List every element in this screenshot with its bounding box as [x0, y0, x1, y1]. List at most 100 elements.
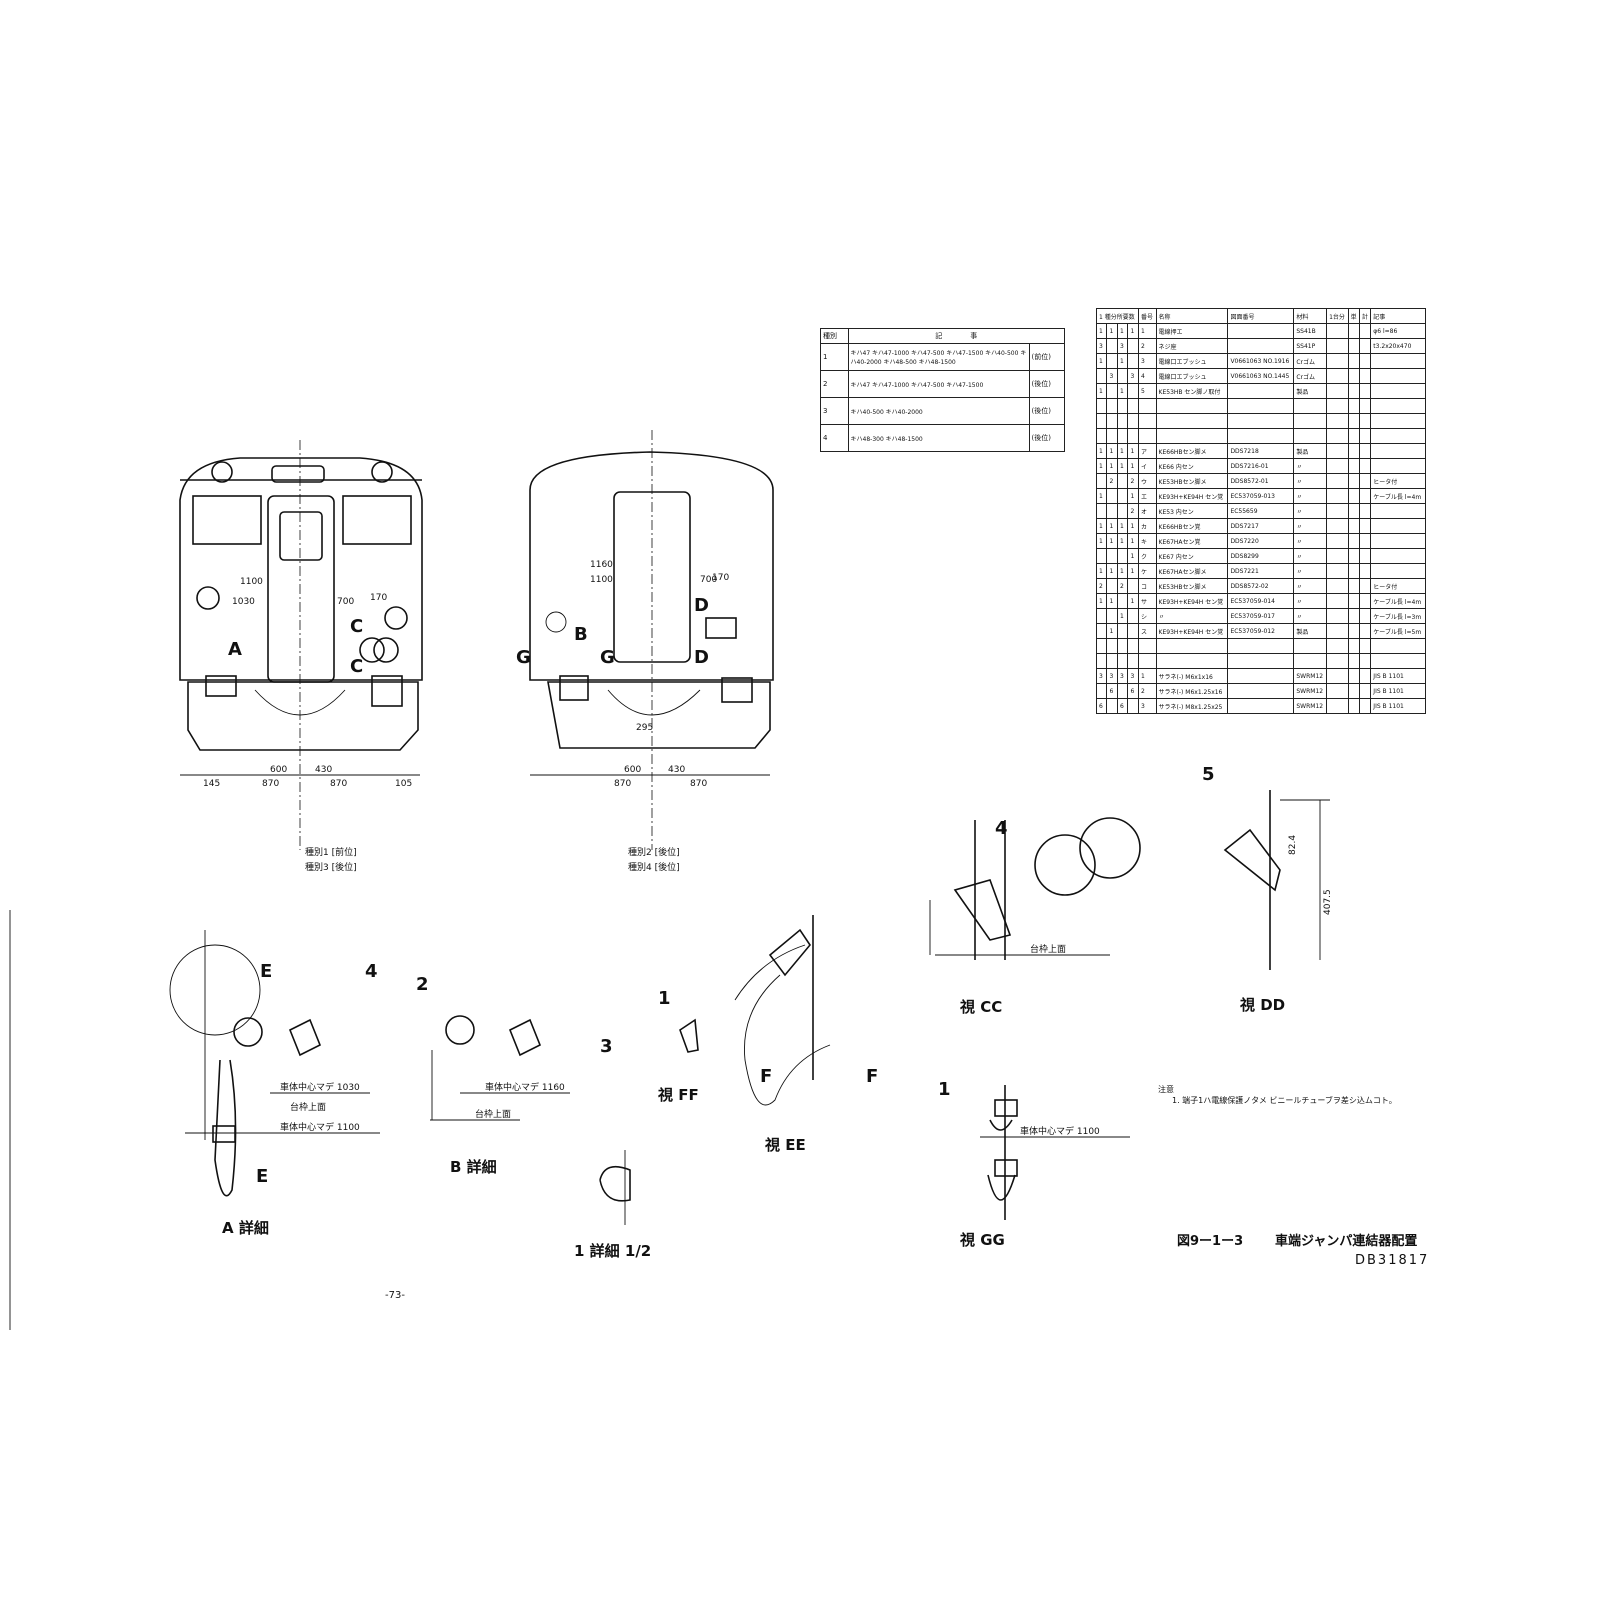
no-cell: オ [1137, 503, 1157, 519]
dwg-cell: DDS7221 [1227, 563, 1295, 579]
mark-f2: F [866, 1066, 878, 1087]
no-cell: ス [1137, 623, 1157, 639]
name-cell: KE93H+KE94H セン覚 [1155, 623, 1229, 639]
no-cell: コ [1137, 578, 1157, 594]
qty-cell: 1 [1106, 443, 1118, 459]
qty-cell: 2 [1127, 473, 1139, 489]
header: 記事 [1370, 308, 1426, 324]
empty-cell [1358, 533, 1372, 549]
empty-cell [1347, 623, 1360, 639]
no-cell: 2 [1137, 338, 1157, 354]
qty-cell: 1 [1116, 443, 1129, 459]
blank-row [1095, 398, 1426, 414]
figure-title: 車端ジャンパ連結器配置 [1275, 1233, 1417, 1249]
models-cell: キハ47 キハ47-1000 キハ47-500 キハ47-1500 キハ40-5… [847, 343, 1030, 371]
qty-cell: 2 [1127, 503, 1139, 519]
qty-cell: 1 [1127, 593, 1139, 609]
view-gg-label: 視 GG [959, 1231, 1005, 1249]
type-cell: 2 [820, 370, 849, 398]
name-cell: KE66 内セン [1155, 458, 1229, 474]
note-text: 1. 端子1ハ電線保護ノタメ ビニールチューブヲ差シ込ムコト。 [1172, 1095, 1397, 1105]
dwg-cell [1227, 698, 1295, 714]
empty-cell [1358, 683, 1372, 699]
empty-cell [1326, 623, 1349, 639]
empty-cell [1358, 503, 1372, 519]
no-cell: 3 [1137, 353, 1157, 369]
empty-cell [1326, 533, 1349, 549]
empty-cell [1358, 458, 1372, 474]
material-cell: 〃 [1293, 518, 1328, 534]
no-cell: 3 [1137, 698, 1157, 714]
dwg-cell: DDS8572-01 [1227, 473, 1295, 489]
empty-cell [1326, 698, 1349, 714]
note-cell [1370, 503, 1426, 519]
type-cell: 4 [820, 424, 849, 452]
mark-4b: 4 [995, 818, 1008, 839]
material-cell: SWRM12 [1293, 668, 1328, 684]
empty-cell [1326, 383, 1349, 399]
empty-cell [1347, 323, 1360, 339]
empty-cell [1326, 443, 1349, 459]
empty-cell [1347, 503, 1360, 519]
empty-cell [1347, 518, 1360, 534]
qty-cell: 1 [1127, 563, 1139, 579]
no-cell: ケ [1137, 563, 1157, 579]
empty-cell [1326, 578, 1349, 594]
empty-cell [1358, 608, 1372, 624]
dim: 145 [203, 779, 220, 789]
qty-cell [1116, 593, 1129, 609]
note-cell [1370, 353, 1426, 369]
no-cell: 1 [1137, 323, 1157, 339]
name-cell: KE93H+KE94H セン覚 [1155, 488, 1229, 504]
name-cell: ネジ座 [1155, 338, 1229, 354]
empty-cell [1347, 608, 1360, 624]
mark-2: 2 [416, 974, 429, 995]
header: 1 種分所要数 [1096, 308, 1139, 324]
dim: 430 [668, 765, 685, 775]
view-dd-label: 視 DD [1239, 996, 1285, 1014]
empty-cell [1358, 368, 1372, 384]
name-cell: サラネ(-) M6x1x16 [1155, 668, 1229, 684]
dim: 170 [370, 593, 387, 603]
qty-cell: 1 [1116, 383, 1129, 399]
dim: 1100 [590, 575, 613, 585]
qty-cell [1116, 683, 1129, 699]
material-cell: Crゴム [1293, 353, 1328, 369]
note-cell: ケーブル長 l=4m [1370, 488, 1426, 504]
no-cell: サ [1137, 593, 1157, 609]
dim: 700 [337, 597, 354, 607]
empty-cell [1326, 458, 1349, 474]
drawing-number: DB31817 [1355, 1253, 1429, 1268]
note-cell: JIS B 1101 [1370, 698, 1426, 714]
material-cell: SS41B [1293, 323, 1328, 339]
name-cell: サラネ(-) M8x1.25x25 [1155, 698, 1229, 714]
name-cell: 電線口エブッシュ [1155, 353, 1229, 369]
empty-cell [1326, 338, 1349, 354]
material-cell: SS41P [1293, 338, 1328, 354]
qty-cell: 3 [1106, 368, 1118, 384]
qty-cell: 1 [1106, 458, 1118, 474]
material-cell: 〃 [1293, 548, 1328, 564]
qty-cell: 2 [1106, 473, 1118, 489]
blank-row [1095, 653, 1426, 669]
qty-cell: 3 [1127, 668, 1139, 684]
material-cell: 〃 [1293, 593, 1328, 609]
empty-cell [1358, 548, 1372, 564]
empty-cell [1358, 623, 1372, 639]
qty-cell [1095, 368, 1108, 384]
qty-cell [1127, 383, 1139, 399]
name-cell: KE53HBセン脚メ [1155, 473, 1229, 489]
mark-4: 4 [365, 961, 378, 982]
qty-cell: 3 [1127, 368, 1139, 384]
qty-cell: 1 [1095, 488, 1108, 504]
qty-cell: 1 [1095, 353, 1108, 369]
qty-cell: 3 [1095, 668, 1108, 684]
mark-g: G [516, 647, 531, 668]
